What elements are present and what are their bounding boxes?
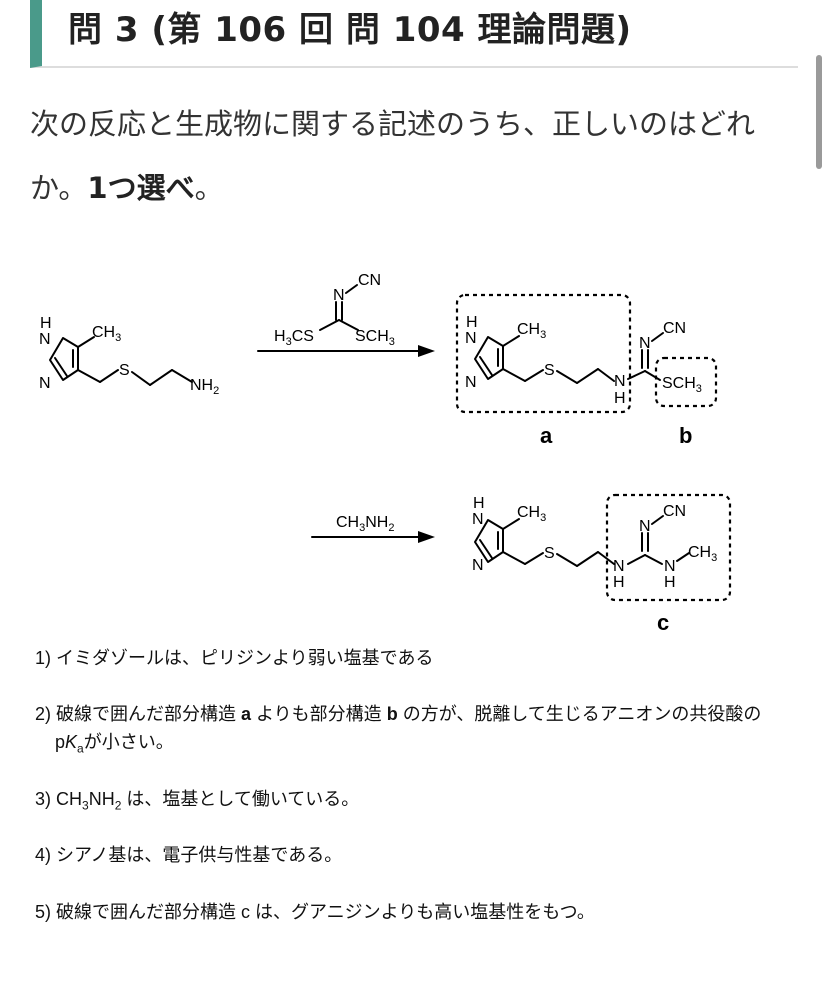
dashed-box-b (654, 356, 718, 408)
svg-text:NH2: NH2 (190, 377, 219, 397)
choice-3[interactable]: 3) CH3NH2 は、塩基として働いている。 (35, 785, 805, 820)
choice-3-pre: 3) CH (35, 789, 83, 809)
choice-2-k: K (65, 732, 78, 752)
svg-text:CN: CN (663, 503, 686, 520)
svg-text:N: N (472, 511, 484, 528)
svg-text:CH3: CH3 (688, 544, 717, 564)
label-a: a (540, 423, 553, 448)
svg-text:N: N (39, 375, 51, 392)
final-product-cimetidine: H N N CH3 S N H N CN N H CH3 (472, 495, 717, 591)
choice-2-post: の方が、脱離して生じるアニオンの共役酸の (397, 704, 762, 724)
svg-text:N: N (39, 331, 51, 348)
svg-text:H: H (664, 574, 676, 591)
svg-text:S: S (544, 362, 555, 379)
svg-text:N: N (664, 558, 676, 575)
svg-text:CH3: CH3 (517, 321, 546, 341)
question-title: 問 3 (第 106 回 問 104 理論問題) (68, 10, 632, 50)
choice-2[interactable]: 2) 破線で囲んだ部分構造 a よりも部分構造 b の方が、脱離して生じるアニオ… (35, 700, 805, 763)
choice-2-p: p (55, 732, 66, 752)
choice-1-text: 1) イミダゾールは、ピリジンより弱い塩基である (35, 648, 434, 668)
svg-text:N: N (639, 518, 651, 535)
svg-text:CN: CN (358, 272, 381, 289)
choice-1[interactable]: 1) イミダゾールは、ピリジンより弱い塩基である (35, 644, 805, 672)
choice-2-tail: が小さい。 (83, 732, 174, 752)
reagent-2-methylamine: CH3NH2 (336, 514, 394, 534)
label-c: c (657, 610, 669, 635)
choice-4[interactable]: 4) シアノ基は、電子供与性基である。 (35, 841, 805, 869)
choice-4-text: 4) シアノ基は、電子供与性基である。 (35, 845, 343, 865)
choice-3-mid: NH (88, 789, 115, 809)
choice-2-pre: 2) 破線で囲んだ部分構造 (35, 704, 242, 724)
starting-material-histamine-derivative: H N N CH3 S NH2 (39, 315, 219, 397)
choice-3-post: は、塩基として働いている。 (121, 789, 360, 809)
svg-text:N: N (613, 558, 625, 575)
choice-5-text: 5) 破線で囲んだ部分構造 c は、グアニジンよりも高い塩基性をもつ。 (35, 902, 595, 922)
svg-text:H: H (613, 574, 625, 591)
svg-text:H: H (614, 390, 626, 407)
reagent-1-dithiocarbonimidate: N CN H3CS SCH3 (274, 272, 395, 348)
choice-2-mid: よりも部分構造 (251, 704, 387, 724)
svg-text:CH3: CH3 (92, 324, 121, 344)
svg-text:H: H (40, 315, 52, 332)
svg-text:N: N (472, 557, 484, 574)
choice-2-b: b (386, 704, 398, 724)
svg-text:CN: CN (663, 320, 686, 337)
choice-2-a: a (241, 704, 252, 724)
svg-text:H: H (473, 495, 485, 512)
dashed-box-a (455, 293, 632, 414)
svg-text:N: N (614, 373, 626, 390)
svg-text:SCH3: SCH3 (355, 328, 395, 348)
choice-5[interactable]: 5) 破線で囲んだ部分構造 c は、グアニジンよりも高い塩基性をもつ。 (35, 898, 805, 926)
label-b: b (679, 423, 692, 448)
svg-text:S: S (119, 362, 130, 379)
question-text: 次の反応と生成物に関する記述のうち、正しいのはどれか。1つ選べ。 (30, 92, 800, 220)
choice-3-sub2: 2 (114, 798, 122, 813)
svg-text:H: H (466, 314, 478, 331)
question-header: 問 3 (第 106 回 問 104 理論問題) (30, 0, 798, 68)
svg-text:N: N (333, 287, 345, 304)
question-end: 。 (194, 171, 224, 205)
svg-text:N: N (639, 335, 651, 352)
choice-3-sub1: 3 (82, 798, 89, 813)
question-instruction: 1つ選べ (87, 171, 195, 205)
reaction-arrow-1 (257, 345, 435, 357)
svg-text:N: N (465, 330, 477, 347)
reaction-scheme: H N N CH3 S NH2 N CN H3CS SCH3 H (39, 272, 732, 635)
dashed-box-c (605, 493, 732, 602)
question-body: 次の反応と生成物に関する記述のうち、正しいのはどれか。 (30, 107, 756, 205)
reaction-arrow-2 (311, 531, 435, 543)
svg-text:H3CS: H3CS (274, 328, 314, 348)
intermediate-product: H N N CH3 S N H N CN SCH3 (465, 314, 702, 407)
scrollbar[interactable] (816, 55, 822, 169)
svg-text:SCH3: SCH3 (662, 375, 702, 395)
svg-text:N: N (465, 374, 477, 391)
choice-2-ksub: a (77, 741, 84, 756)
svg-text:CH3: CH3 (517, 504, 546, 524)
svg-text:S: S (544, 545, 555, 562)
